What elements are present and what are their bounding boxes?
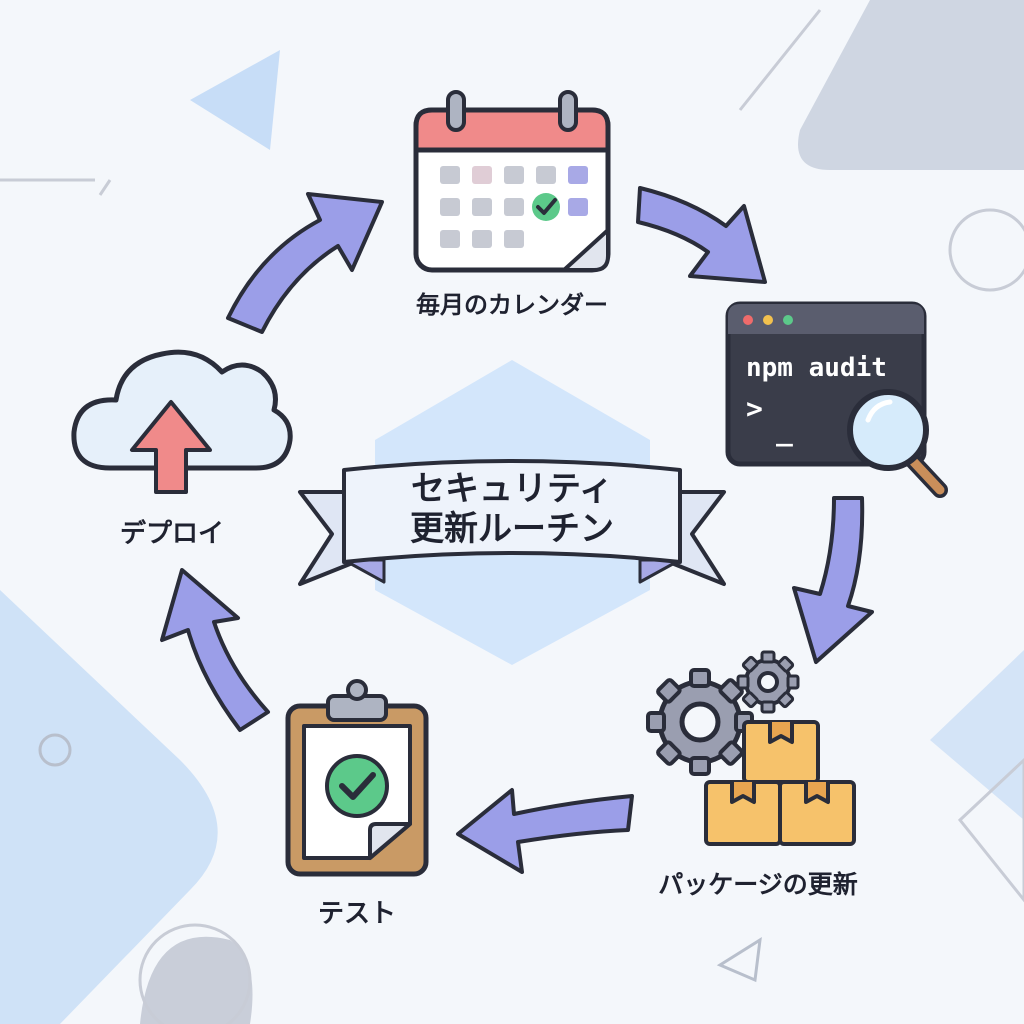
cycle-arrows bbox=[160, 186, 874, 874]
step-calendar: 毎月のカレンダー bbox=[413, 90, 611, 319]
bg-circle bbox=[948, 208, 1024, 292]
banner-title-line1: セキュリティ bbox=[411, 469, 613, 509]
check-icon bbox=[532, 193, 560, 221]
arrow-audit-to-packages bbox=[792, 496, 874, 664]
bg-shape-gray bbox=[798, 0, 1024, 170]
step-packages: パッケージの更新 bbox=[646, 650, 858, 899]
packages-gears-icon bbox=[646, 650, 856, 846]
step-packages-label: パッケージの更新 bbox=[658, 870, 858, 899]
magnifier-icon bbox=[847, 389, 948, 498]
terminal-cursor: _ bbox=[776, 414, 793, 447]
step-deploy-label: デプロイ bbox=[120, 518, 224, 549]
arrow-packages-to-test bbox=[456, 788, 634, 874]
bg-shape-blue bbox=[0, 590, 218, 1024]
step-calendar-label: 毎月のカレンダー bbox=[416, 291, 608, 319]
step-deploy: デプロイ bbox=[71, 349, 293, 549]
terminal-prompt: > bbox=[746, 392, 763, 425]
arrow-test-to-deploy bbox=[160, 568, 270, 732]
arrow-deploy-to-calendar bbox=[226, 192, 384, 334]
center-banner: セキュリティ 更新ルーチン bbox=[298, 459, 726, 586]
step-test-label: テスト bbox=[318, 899, 396, 929]
gear-small-icon bbox=[736, 650, 800, 714]
step-test: テスト bbox=[285, 679, 429, 929]
cloud-upload-icon bbox=[71, 349, 293, 494]
clipboard-check-icon bbox=[285, 679, 429, 877]
box-icon bbox=[704, 720, 856, 846]
banner-title-line2: 更新ルーチン bbox=[410, 509, 614, 549]
calendar-icon bbox=[413, 90, 611, 273]
terminal-command: npm audit bbox=[746, 353, 887, 383]
gear-large-icon bbox=[646, 668, 754, 776]
arrow-calendar-to-audit bbox=[636, 186, 767, 284]
step-audit: npm audit > _ bbox=[725, 301, 948, 498]
bg-triangle-blue bbox=[190, 50, 280, 150]
